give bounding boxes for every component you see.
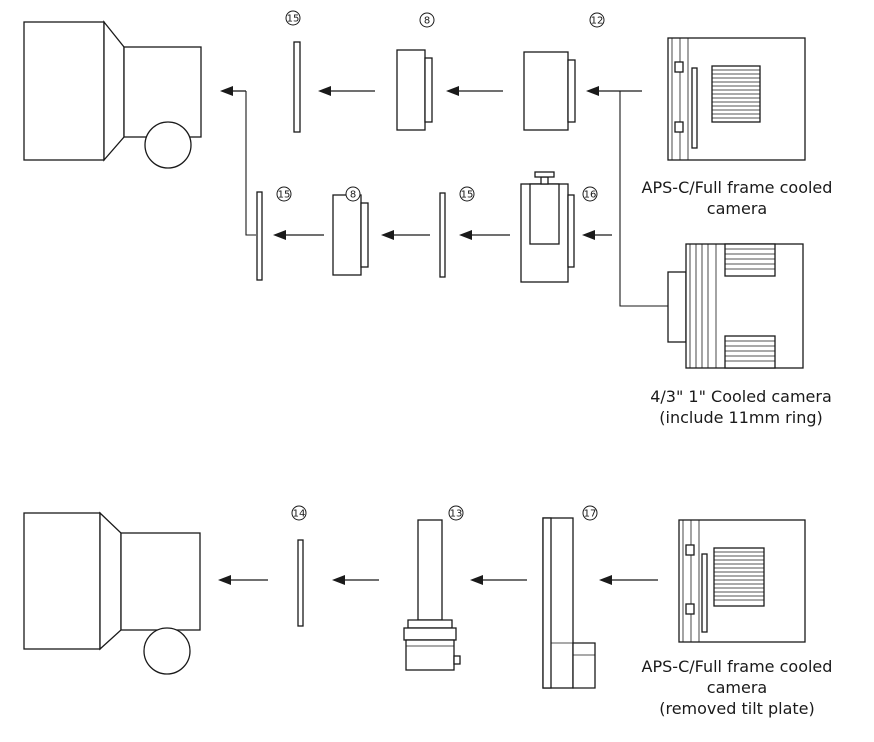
telescope-body-bottom <box>23 511 201 675</box>
telescope-body-top <box>23 20 202 169</box>
caption-43-line2: (include 11mm ring) <box>659 408 823 427</box>
part-8-adapter-top <box>396 49 433 131</box>
arrow-top-2 <box>318 86 375 96</box>
arrow-top-3 <box>446 86 503 96</box>
label-17: 17 <box>582 505 598 521</box>
arrow-bottom-1 <box>218 575 268 585</box>
arrow-row2-4 <box>582 230 612 240</box>
caption-apsc-bottom-line1: APS-C/Full frame cooled <box>641 657 833 676</box>
svg-text:15: 15 <box>461 190 474 201</box>
part-13-nosepiece <box>403 519 461 671</box>
caption-apsc-bottom-line3: (removed tilt plate) <box>659 699 815 718</box>
part-17-adapter <box>542 517 596 689</box>
apsc-camera-bottom <box>678 519 806 643</box>
svg-text:14: 14 <box>293 509 306 520</box>
caption-43-line1: 4/3" 1" Cooled camera <box>650 387 832 406</box>
caption-43-camera: 4/3" 1" Cooled camera (include 11mm ring… <box>636 386 846 428</box>
arrow-row2-1 <box>273 230 324 240</box>
svg-text:15: 15 <box>278 190 291 201</box>
svg-text:8: 8 <box>424 16 430 27</box>
svg-text:13: 13 <box>450 509 463 520</box>
label-15-top: 15 <box>285 10 301 26</box>
label-15-row2-left: 15 <box>276 186 292 202</box>
cooled-camera-43 <box>667 243 804 369</box>
label-14: 14 <box>291 505 307 521</box>
label-16: 16 <box>582 186 598 202</box>
caption-apsc-bottom-line2: camera <box>706 678 768 697</box>
caption-apsc-bottom: APS-C/Full frame cooled camera (removed … <box>632 656 842 719</box>
svg-text:15: 15 <box>287 14 300 25</box>
arrow-bottom-4 <box>599 575 658 585</box>
arrow-bottom-3 <box>470 575 527 585</box>
branch-line-left <box>245 91 256 236</box>
part-16-filter-drawer <box>520 171 575 283</box>
part-12-adapter <box>523 51 576 131</box>
label-8-row2: 8 <box>345 186 361 202</box>
label-12: 12 <box>589 12 605 28</box>
arrow-row2-2 <box>381 230 430 240</box>
svg-text:16: 16 <box>584 190 597 201</box>
svg-text:17: 17 <box>584 509 597 520</box>
part-15-ring-row2-mid <box>439 192 446 278</box>
label-8-top: 8 <box>419 12 435 28</box>
part-15-ring-row2-left <box>256 191 263 281</box>
arrow-top-1 <box>220 86 246 96</box>
part-14-ring <box>297 539 304 627</box>
apsc-camera-top <box>667 37 806 161</box>
svg-text:12: 12 <box>591 16 604 27</box>
arrow-bottom-2 <box>332 575 379 585</box>
caption-apsc-top-line2: camera <box>706 199 768 218</box>
part-8-adapter-row2 <box>332 194 369 276</box>
svg-text:8: 8 <box>350 190 356 201</box>
caption-apsc-top: APS-C/Full frame cooled camera <box>632 177 842 219</box>
label-15-row2-mid: 15 <box>459 186 475 202</box>
caption-apsc-top-line1: APS-C/Full frame cooled <box>641 178 833 197</box>
part-15-ring-top <box>293 41 301 133</box>
arrow-row2-3 <box>459 230 510 240</box>
branch-line-43-camera <box>619 91 668 307</box>
label-13: 13 <box>448 505 464 521</box>
